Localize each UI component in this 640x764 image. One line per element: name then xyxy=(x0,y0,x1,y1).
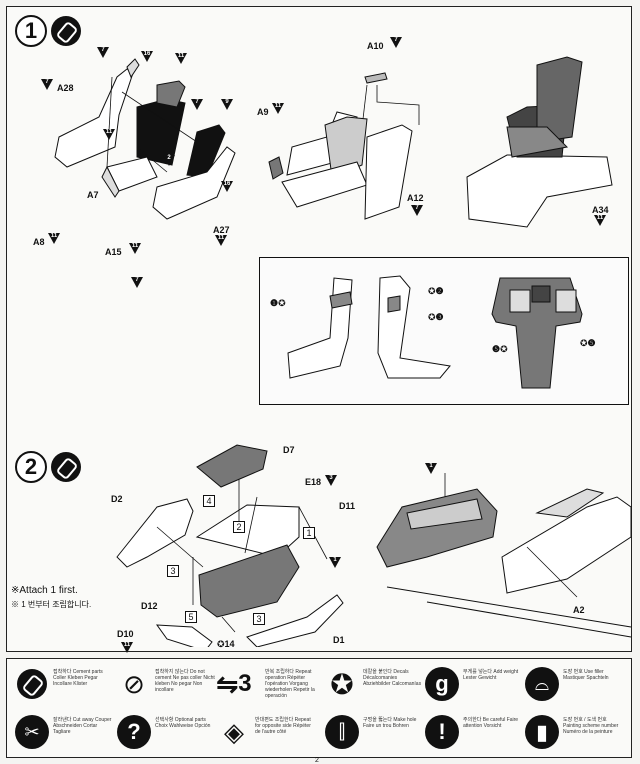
legend-cut: ✂ 잘라낸다 Cut away Couper Abschneiden Corta… xyxy=(15,711,115,755)
color-tag: 11 xyxy=(175,53,187,64)
part-a27: A27 xyxy=(213,225,230,235)
decal-1: ❶✪ xyxy=(270,298,286,308)
color-tag: 1 xyxy=(425,463,437,474)
part-a2: A2 xyxy=(573,605,585,615)
color-tag: 11 xyxy=(121,642,133,653)
legend-decal: ✪ 데칼을 붙인다 Decals Décalcomanies Abziehbil… xyxy=(325,663,425,707)
legend-paint-number: ▮ 도장 번호 / 도색 번호 Painting scheme number N… xyxy=(525,711,625,755)
color-tag: 16 xyxy=(221,181,233,192)
drill-icon: ⫿ xyxy=(325,715,359,749)
part-a28: A28 xyxy=(57,83,74,93)
part-a10: A10 xyxy=(367,41,384,51)
decal-3: ✪❸ xyxy=(428,312,444,322)
sequence-3b: 3 xyxy=(253,613,265,625)
symbol-legend: 접착하다 Cement parts Coller Kleben Pegar In… xyxy=(6,658,632,758)
part-d12: D12 xyxy=(141,601,158,611)
cockpit-a34 xyxy=(466,56,613,228)
step-2-drawing xyxy=(116,444,632,647)
part-e18: E18 xyxy=(305,477,322,487)
sequence-3: 3 xyxy=(167,565,179,577)
color-tag: 7 xyxy=(131,277,143,288)
color-tag: 16 xyxy=(141,51,153,62)
repeat-icon: ⇋3 xyxy=(216,668,252,699)
legend-weight: g 무게를 넣는다 Add weight Lester Gewicht xyxy=(425,663,525,707)
sequence-1: 1 xyxy=(303,527,315,539)
paint-number-icon: ▮ xyxy=(525,715,559,749)
color-tag: 9 xyxy=(221,99,233,110)
color-tag: 11 xyxy=(215,235,227,246)
sequence-5: 5 xyxy=(185,611,197,623)
decal-2: ✪❷ xyxy=(428,286,444,296)
option-icon: ? xyxy=(117,715,151,749)
color-tag: 3 xyxy=(325,475,337,486)
paint-icon: ⌓ xyxy=(525,667,559,701)
attach-first-note-kr: ※ 1 번부터 조립합니다. xyxy=(11,600,92,609)
decal-5-right: ✪❺ xyxy=(580,338,596,348)
legend-drill: ⫿ 구멍을 뚫는다 Make hole Faire un trou Bohren xyxy=(325,711,425,755)
sequence-2: 2 xyxy=(233,521,245,533)
legend-cement: 접착하다 Cement parts Coller Kleben Pegar In… xyxy=(15,663,115,707)
part-a15: A15 xyxy=(105,247,122,257)
decal-14: ✪14 xyxy=(217,639,235,649)
legend-no-cement: ⊘ 접착하지 않는다 Do not cement Ne pas coller N… xyxy=(117,663,217,707)
color-tag: 2 xyxy=(163,155,175,166)
part-a12: A12 xyxy=(407,193,424,203)
seat-middle xyxy=(268,72,413,220)
decal-5-left: ❺✪ xyxy=(492,344,508,354)
color-tag: 11 xyxy=(48,233,60,244)
seat-exploded-left xyxy=(54,58,236,220)
opposite-icon: ◈ xyxy=(224,716,244,747)
part-d10: D10 xyxy=(117,629,134,639)
color-tag: 11 xyxy=(594,215,606,226)
instruction-page: 1 xyxy=(6,6,632,653)
step-1-drawing xyxy=(54,56,613,228)
step-2-number: 2 xyxy=(15,451,47,483)
part-a9: A9 xyxy=(257,107,269,117)
legend-caution: ! 주의한다 Be careful Faire attention Vorsic… xyxy=(425,711,525,755)
part-a8: A8 xyxy=(33,237,45,247)
part-d1: D1 xyxy=(333,635,345,645)
caution-icon: ! xyxy=(425,715,459,749)
color-tag: 7 xyxy=(97,47,109,58)
cement-icon xyxy=(15,667,49,701)
legend-option: ? 선택사항 Optional parts Choix Wahlweise Op… xyxy=(117,711,217,755)
cement-icon xyxy=(51,452,81,482)
color-tag: 11 xyxy=(129,243,141,254)
color-tag: 7 xyxy=(191,99,203,110)
attach-first-note: ※Attach 1 first. xyxy=(11,585,78,596)
color-tag: 7 xyxy=(41,79,53,90)
part-d11: D11 xyxy=(339,501,356,511)
cement-icon xyxy=(51,16,81,46)
legend-paint: ⌓ 도장 번호 Use filler Mastiquer Spachteln xyxy=(525,663,625,707)
color-tag: 1 xyxy=(329,557,341,568)
decal-icon: ✪ xyxy=(330,668,354,700)
legend-opposite: ◈ 반대편도 조립한다 Repeat for opposite side Rép… xyxy=(217,711,317,755)
page-number: 2 xyxy=(315,757,319,764)
part-d7: D7 xyxy=(283,445,295,455)
part-d2: D2 xyxy=(111,494,123,504)
part-a34: A34 xyxy=(592,205,609,215)
no-cement-icon: ⊘ xyxy=(123,668,145,699)
part-a7: A7 xyxy=(87,190,99,200)
weight-icon: g xyxy=(425,667,459,701)
color-tag: 7 xyxy=(411,205,423,216)
color-tag: 11 xyxy=(103,129,115,140)
step-1-number: 1 xyxy=(15,15,47,47)
sequence-4: 4 xyxy=(203,495,215,507)
decal-detail-drawing xyxy=(287,275,583,389)
color-tag: 7 xyxy=(390,37,402,48)
color-tag: 11 xyxy=(272,103,284,114)
decal-detail-box: ❶✪ ✪❷ ✪❸ ❺✪ ✪❺ xyxy=(259,257,629,405)
cut-icon: ✂ xyxy=(15,715,49,749)
legend-repeat: ⇋3 반복 조립하다 Repeat operation Répéter l'op… xyxy=(216,668,315,700)
